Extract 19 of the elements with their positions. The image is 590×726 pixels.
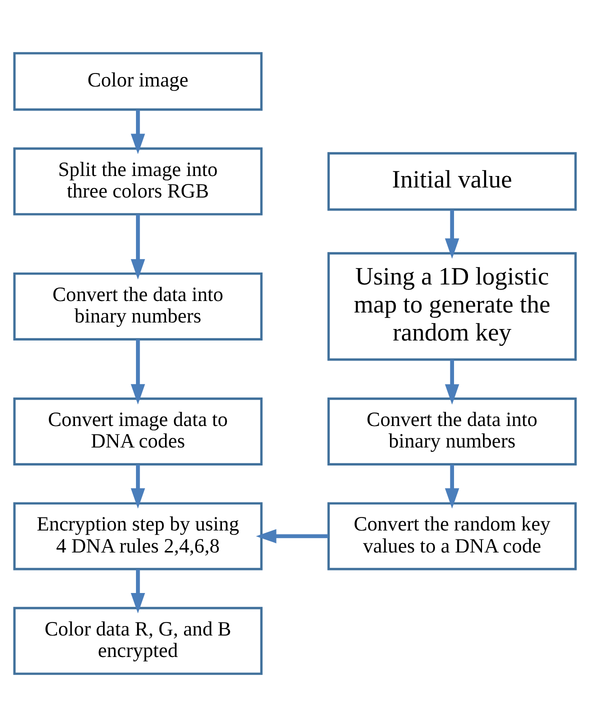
arrow [130,568,146,613]
node-box: Color image [13,52,263,110]
arrow [444,359,460,404]
arrow [444,210,460,258]
node-box: Convert image data to DNA codes [13,397,263,465]
node-box: Convert the random key values to a DNA code [327,502,577,570]
node-box: Convert the data into binary numbers [13,272,263,340]
node-box: Color data R, G, and B encrypted [13,606,263,674]
arrow [130,214,146,279]
node-box: Encryption step by using 4 DNA rules 2,4,6,8 [13,502,263,570]
node-box: Convert the data into binary numbers [327,397,577,465]
node-box: Split the image into three colors RGB [13,146,263,215]
arrow [130,338,146,404]
node-box: Using a 1D logistic map to generate the random key [327,252,577,360]
node-box: Initial value [327,152,577,210]
arrow [130,109,146,154]
arrow [256,528,328,543]
arrow [130,464,146,508]
arrow [444,464,460,508]
